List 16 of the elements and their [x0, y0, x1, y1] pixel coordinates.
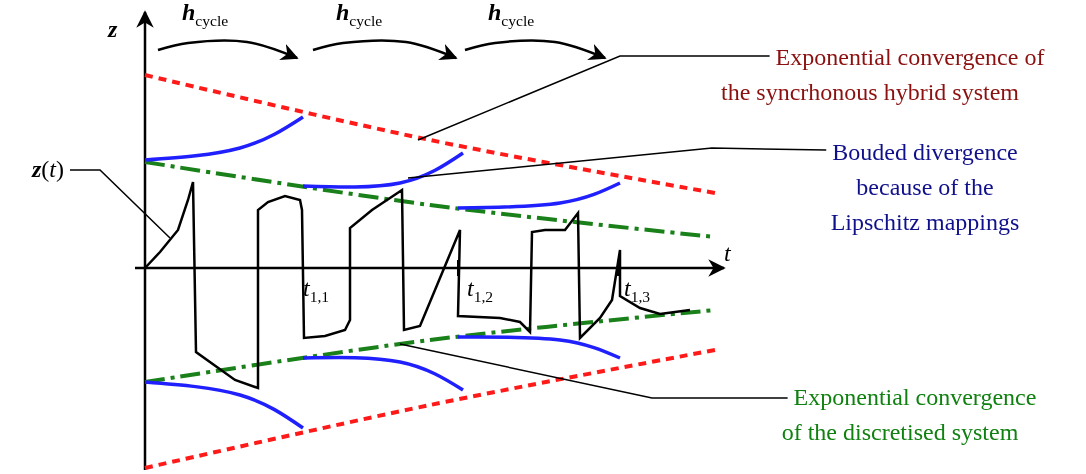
leader-line	[417, 55, 771, 141]
annotation-text: Bouded divergence because of the Lipschitz mappings	[815, 135, 1035, 240]
cycle-label: h$_{cycle}$	[488, 0, 535, 31]
cycle-label: h$_{cycle}$	[336, 0, 383, 31]
tick-label: t$_{1,3}$	[624, 274, 651, 307]
cycle-label: h$_{cycle}$	[182, 0, 229, 31]
tick-label: t$_{1,1}$	[303, 274, 330, 307]
tick-label: t$_{1,2}$	[467, 274, 494, 307]
axis-label: z	[108, 15, 118, 44]
axis-label: t	[724, 239, 731, 268]
curve-label: z(t)	[18, 152, 78, 187]
leader-line	[69, 169, 171, 239]
annotation-text: Exponential convergence of the discretised system	[755, 380, 1045, 450]
leader-line	[407, 147, 827, 179]
leader-line	[399, 343, 789, 399]
annotation-text: Exponential convergence of the syncrhonous hybrid system	[695, 40, 1045, 110]
